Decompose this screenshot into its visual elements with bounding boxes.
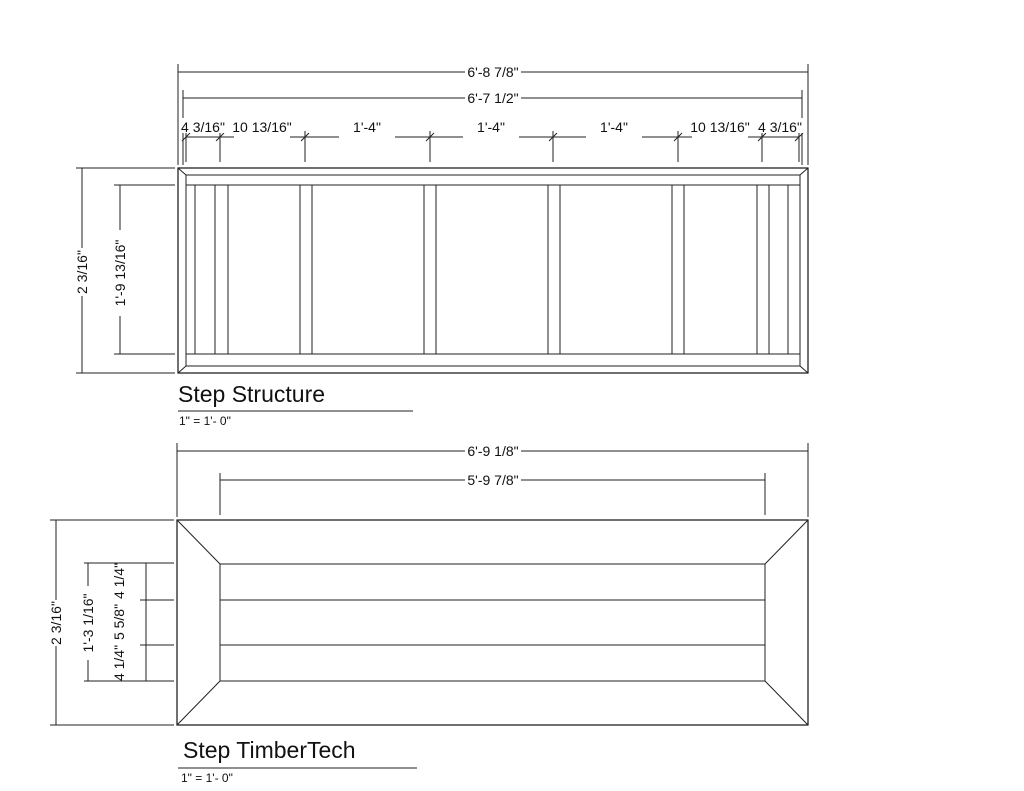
dim-label: 4 1/4" (111, 563, 127, 599)
view-scale: 1" = 1'- 0" (181, 771, 233, 785)
tick-mark (181, 132, 191, 142)
tick-mark (548, 132, 558, 142)
view-scale: 1" = 1'- 0" (179, 414, 231, 428)
structure-outer-frame (177, 167, 809, 374)
dim-label: 10 13/16" (690, 119, 749, 135)
dim-label: 5'-9 7/8" (467, 472, 518, 488)
dim-label: 6'-9 1/8" (467, 443, 518, 459)
dim-label: 10 13/16" (232, 119, 291, 135)
view-title: Step Structure (178, 381, 325, 407)
dim-label: 4 3/16" (758, 119, 802, 135)
dim-label: 4 3/16" (181, 119, 225, 135)
timbertech-inner-field (219, 563, 766, 682)
dim-label: 4 1/4" (111, 645, 127, 681)
dim-overall-height: 2 3/16" (72, 167, 175, 374)
tick-mark (425, 132, 435, 142)
dim-label: 5 5/8" (111, 604, 127, 640)
dim-inner-width: 5'-9 7/8" (219, 470, 766, 515)
dim-overall-width: 6'-9 1/8" (176, 441, 809, 517)
dim-label: 1'-4" (600, 119, 628, 135)
dim-label: 1'-9 13/16" (112, 240, 128, 307)
structure-inner-frame (185, 174, 801, 367)
timbertech-outer-board (176, 519, 809, 726)
frame-corner-miters (177, 167, 809, 374)
step-timbertech-view: 6'-9 1/8" 5'-9 7/8" 2 3/16" 1'-3 1/16" (46, 441, 809, 785)
dim-segments: 4 3/16" 10 13/16" 1'-4" 1'-4" 1'-4" 10 13/16"… (179, 118, 804, 162)
dim-label: 2 3/16" (48, 601, 64, 645)
view-title: Step TimberTech (183, 737, 356, 763)
tick-mark (673, 132, 683, 142)
dim-label: 1'-4" (477, 119, 505, 135)
dim-inner-width: 6'-7 1/2" (182, 88, 803, 165)
tick-mark (215, 132, 225, 142)
dim-label: 1'-4" (353, 119, 381, 135)
dim-label: 2 3/16" (74, 250, 90, 294)
tick-mark (757, 132, 767, 142)
tick-mark (300, 132, 310, 142)
dim-label: 6'-7 1/2" (467, 90, 518, 106)
dim-inner-height: 1'-3 1/16" (78, 562, 174, 682)
tick-mark (794, 132, 804, 142)
dim-inner-height: 1'-9 13/16" (110, 184, 175, 355)
dim-label: 1'-3 1/16" (80, 593, 96, 652)
studs (194, 185, 789, 354)
dim-overall-width: 6'-8 7/8" (177, 62, 809, 165)
dim-overall-height: 2 3/16" (46, 519, 174, 726)
dim-boards: 4 1/4" 5 5/8" 4 1/4" (111, 563, 147, 681)
step-structure-view: 6'-8 7/8" 6'-7 1/2" 4 3/16" 10 13/16" 1'-4… (72, 62, 809, 428)
picture-frame-miters (176, 519, 809, 726)
dim-label: 6'-8 7/8" (467, 64, 518, 80)
